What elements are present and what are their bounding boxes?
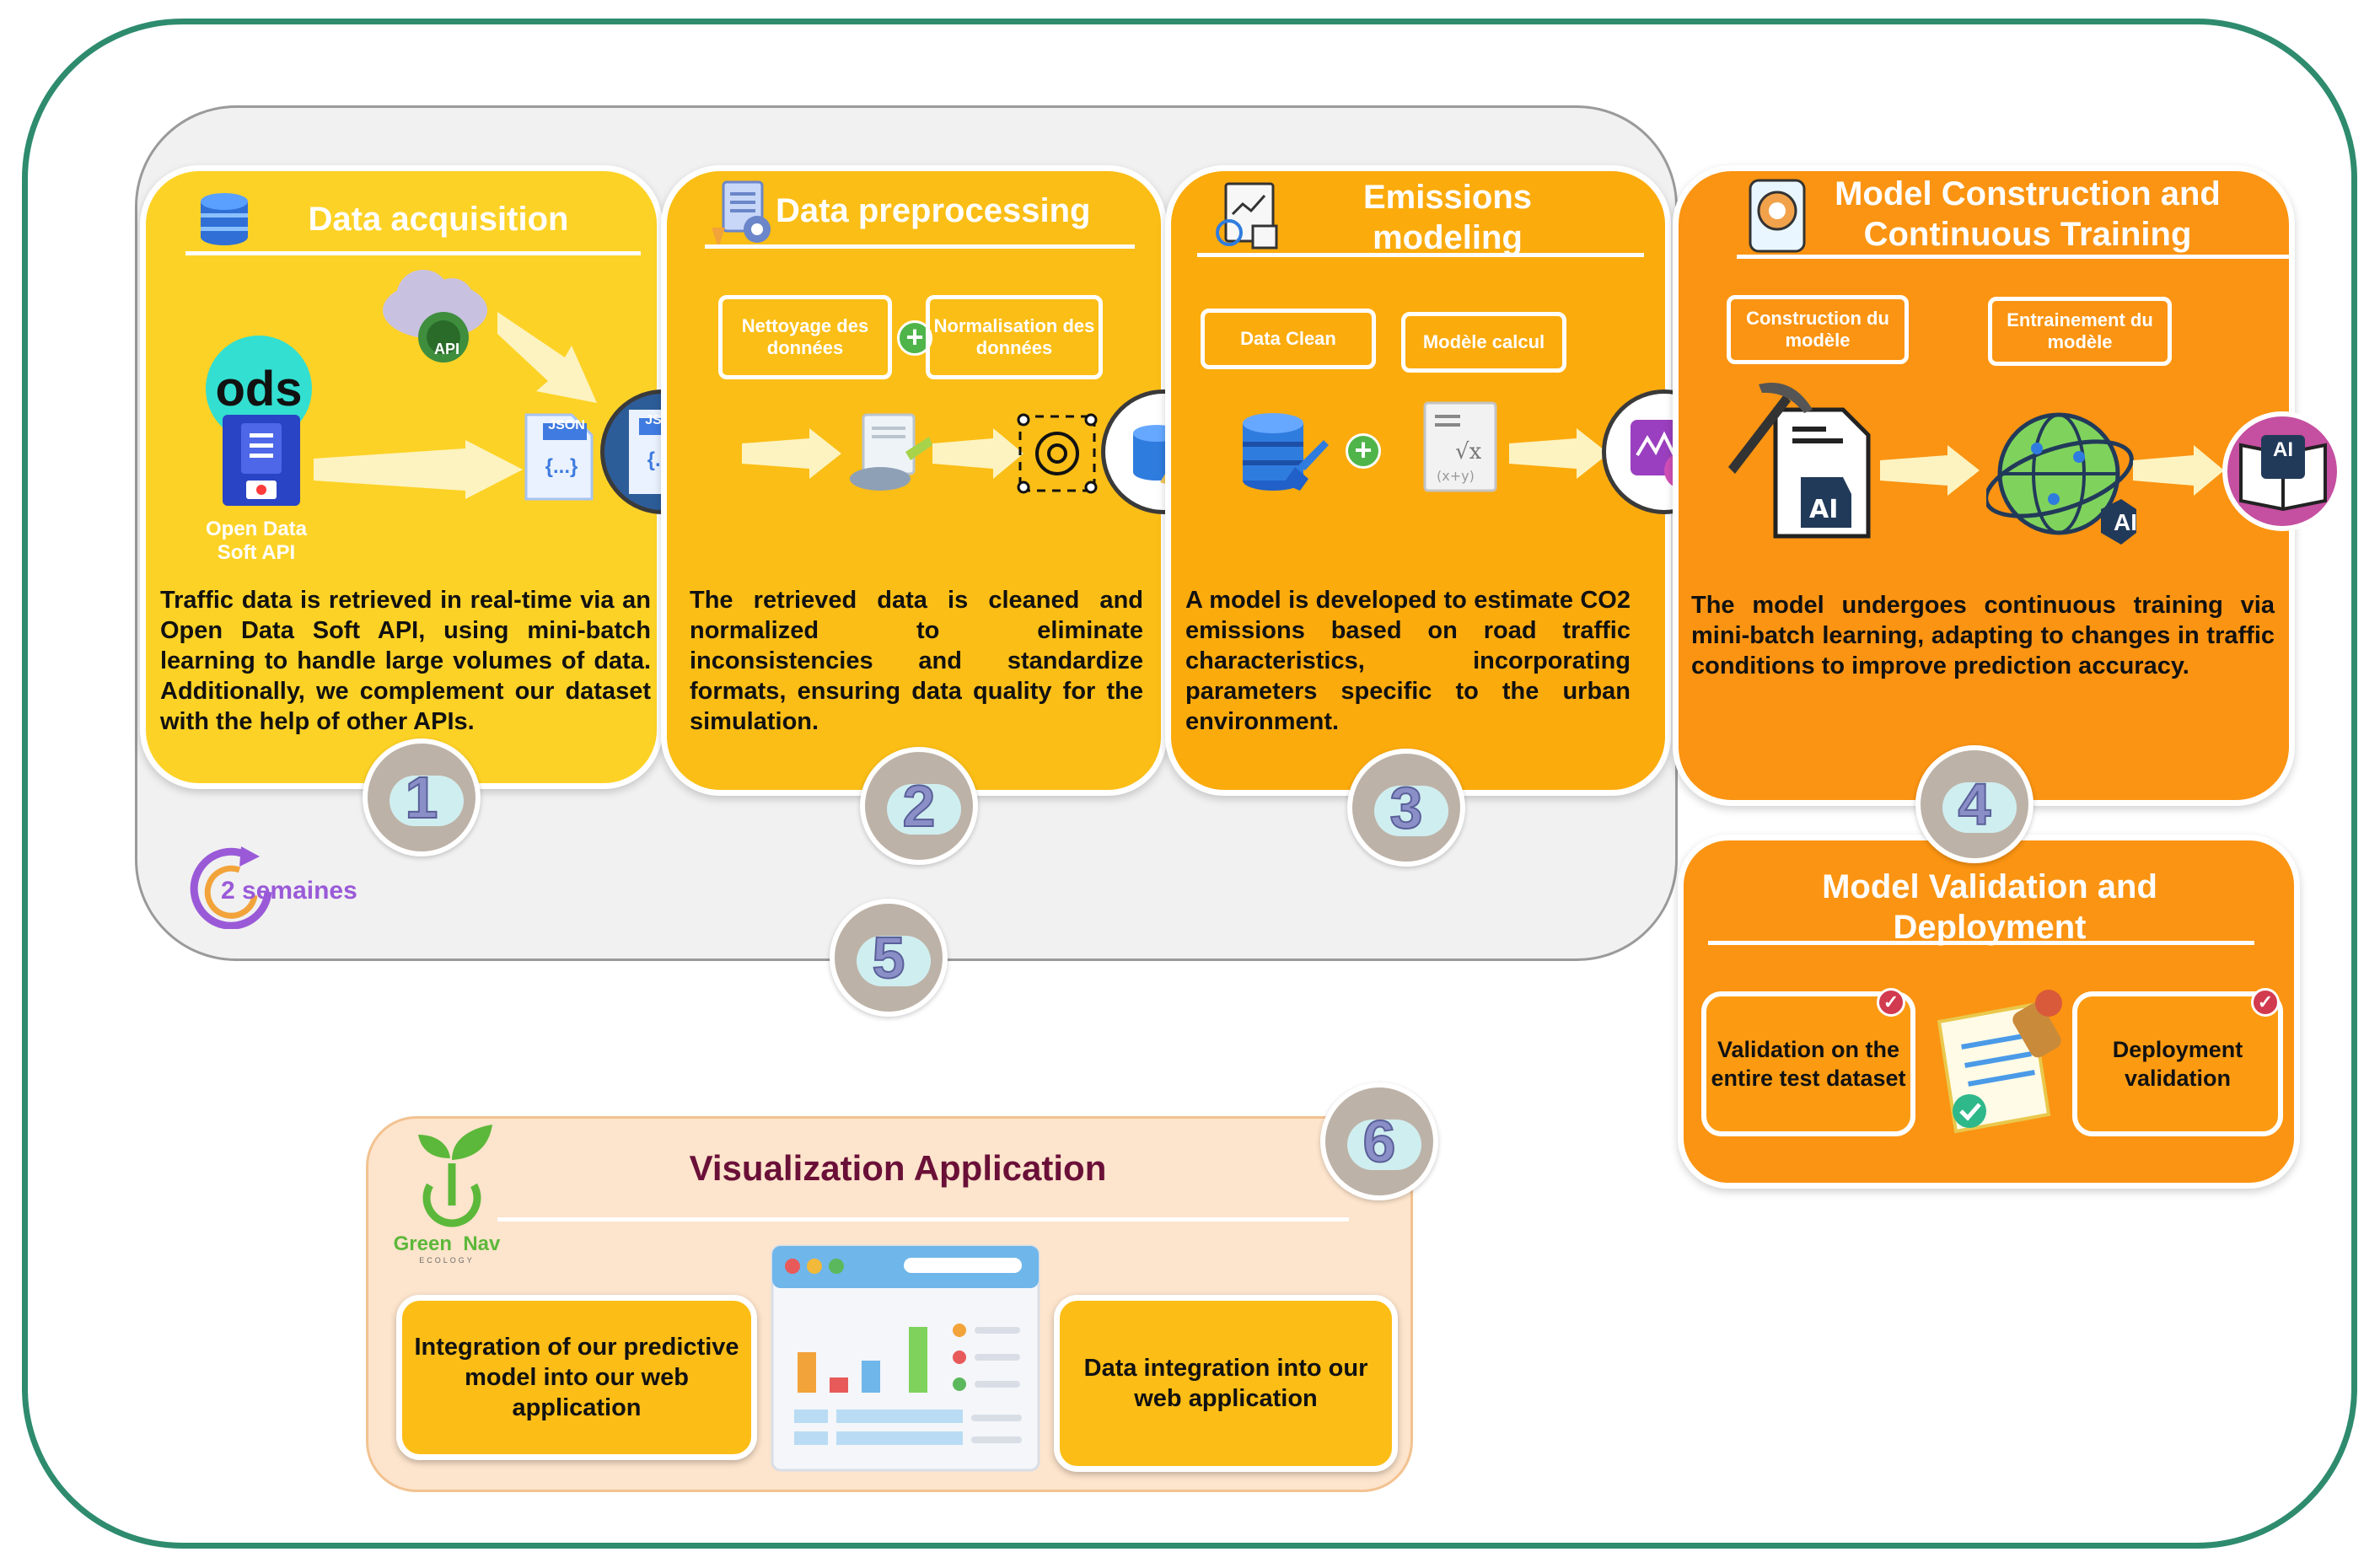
check-icon: ✓ <box>1877 988 1905 1017</box>
validation-test-dataset-box: Validation on the entire test dataset <box>1701 991 1915 1136</box>
stage4-title-line2: Continuous Training <box>1863 216 2192 253</box>
stage2-description: The retrieved data is cleaned and normal… <box>690 587 1143 735</box>
normalization-gear-icon <box>1017 413 1098 494</box>
step-badge-6: 6 <box>1320 1082 1438 1200</box>
ai-globe-label: AI <box>2114 509 2137 535</box>
json-label: JSON <box>548 418 585 432</box>
stage4-description: The model undergoes continuous training … <box>1691 592 2275 679</box>
ai-book-icon <box>2239 435 2327 512</box>
json-file-icon <box>524 413 594 501</box>
pill-nettoyage: Nettoyage des données <box>718 295 892 379</box>
cloud-icon <box>390 776 464 826</box>
server-icon <box>223 415 300 506</box>
pill-construction: Construction du modèle <box>1727 295 1909 364</box>
source-label: Open Data Soft API <box>180 518 332 565</box>
ai-globe-network-icon <box>1986 412 2136 545</box>
stage3-title-line2: modeling <box>1373 219 1523 256</box>
greennav-logo-sub: ECOLOGY <box>419 1256 475 1265</box>
dashboard-illustration-icon <box>771 1244 1040 1472</box>
ai-book-label: AI <box>2273 438 2293 461</box>
step-number: 3 <box>1389 774 1424 841</box>
pill-data-clean: Data Clean <box>1201 309 1376 369</box>
arrow-right-icon <box>742 428 841 479</box>
cloud-icon <box>857 936 931 986</box>
duration-label: 2 semaines <box>221 877 357 905</box>
divider <box>705 244 1135 249</box>
clipboard-gear-icon <box>712 180 771 248</box>
database-cleaning-icon <box>1243 413 1329 491</box>
cloud-icon <box>887 784 961 835</box>
cloud-api-icon <box>383 270 487 362</box>
arrow-right-icon <box>1509 428 1609 479</box>
pill-entrainement: Entrainement du modèle <box>1988 297 2172 366</box>
arrow-right-icon <box>932 428 1023 479</box>
visualization-title: Visualization Application <box>689 1148 1107 1188</box>
pill-normalisation: Normalisation des données <box>926 295 1103 379</box>
database-icon <box>201 193 248 245</box>
stage4-title: Model Construction and Continuous Traini… <box>1821 174 2234 255</box>
divider <box>497 1217 1349 1222</box>
arrow-right-icon <box>2133 445 2224 496</box>
pill-modele-calcul: Modèle calcul <box>1401 312 1566 373</box>
arrow-right-icon <box>314 440 523 499</box>
stage-data-preprocessing <box>661 165 1167 796</box>
step-badge-4: 4 <box>1915 745 2033 863</box>
cloud-icon <box>1942 782 2017 833</box>
stage1-description: Traffic data is retrieved in real-time v… <box>160 587 651 735</box>
formula-document-icon: √x (x+y) <box>1423 401 1497 492</box>
stage3-description: A model is developed to estimate CO2 emi… <box>1185 587 1631 735</box>
step-number: 5 <box>872 924 906 991</box>
cloud-icon <box>1374 786 1448 836</box>
svg-text:(x+y): (x+y) <box>1437 468 1475 484</box>
phone-brain-icon <box>1749 179 1806 253</box>
arrow-right-icon <box>1880 445 1980 496</box>
data-cleaning-icon <box>850 413 932 491</box>
cloud-icon <box>1347 1120 1421 1170</box>
stage3-title-line1: Emissions <box>1362 179 1533 216</box>
model-integration-box: Integration of our predictive model into… <box>396 1295 757 1460</box>
ods-logo-text: ods <box>215 361 303 416</box>
step-badge-5: 5 <box>830 899 948 1017</box>
step-badge-2: 2 <box>860 747 978 865</box>
divider <box>1197 253 1644 257</box>
greennav-logo-text: Green Nav <box>393 1232 501 1255</box>
api-label: API <box>433 341 459 357</box>
deployment-validation-box: Deployment validation <box>2072 991 2283 1136</box>
data-integration-box: Data integration into our web applicatio… <box>1054 1295 1398 1472</box>
approved-document-stamp-icon <box>1937 990 2062 1134</box>
check-icon: ✓ <box>2251 988 2280 1017</box>
divider <box>1708 941 2254 945</box>
ai-document-pickaxe-icon: AI <box>1728 383 1871 539</box>
stage3-title: Emissions modeling <box>1308 177 1587 258</box>
svg-text:√x: √x <box>1455 439 1482 464</box>
json-braces: {...} <box>545 455 578 478</box>
validation-title-line2: Deployment <box>1893 909 2087 946</box>
source-label-line1: Open Data <box>205 518 308 540</box>
step-number: 1 <box>405 764 439 831</box>
divider <box>1737 255 2293 259</box>
report-chart-icon <box>1216 182 1278 250</box>
source-label-line2: Soft API <box>217 541 296 564</box>
step-number: 4 <box>1958 771 1992 838</box>
cycle-duration-icon <box>190 846 272 929</box>
stage4-title-line1: Model Construction and <box>1835 175 2221 212</box>
divider <box>185 251 641 255</box>
step-badge-1: 1 <box>363 738 481 856</box>
greennav-power-leaf-icon <box>418 1125 492 1227</box>
svg-text:AI: AI <box>1809 495 1838 524</box>
validation-title-line1: Model Validation and <box>1822 868 2157 905</box>
arrow-down-icon <box>497 312 597 403</box>
step-number: 6 <box>1362 1108 1397 1175</box>
plus-icon: + <box>1346 433 1381 469</box>
validation-title: Model Validation and Deployment <box>1728 867 2251 948</box>
step-badge-3: 3 <box>1347 749 1465 867</box>
stage1-title: Data acquisition <box>308 201 569 238</box>
stage2-title: Data preprocessing <box>776 192 1091 229</box>
step-number: 2 <box>902 772 937 840</box>
